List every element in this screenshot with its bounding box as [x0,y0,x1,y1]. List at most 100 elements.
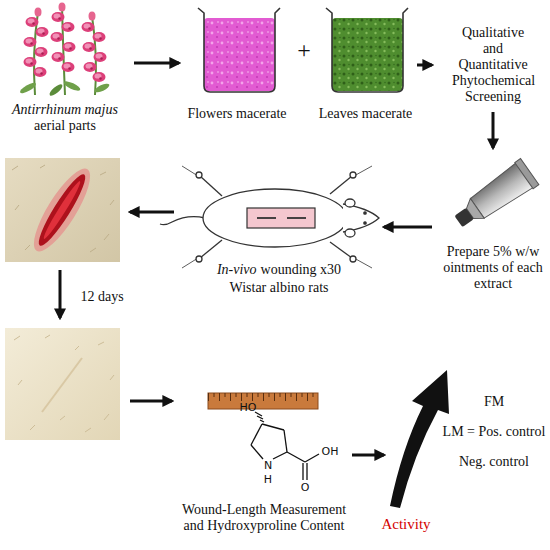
step-text: Leaves macerate [301,106,431,122]
flowers-beaker [198,8,280,92]
snapdragon-photo [35,8,42,17]
text-group: Flowers macerate [172,106,302,122]
snapdragon-photo [48,83,64,98]
rat-drawing [200,176,222,196]
rat-drawing [203,189,347,247]
rat-drawing [160,166,379,268]
snapdragon-photo [24,37,37,47]
wounding-step: In-vivowounding x30 Wistar albino rats [178,162,380,296]
wound-photo [41,179,83,240]
hydroxyproline-structure [284,430,287,452]
snapdragon-photo [36,27,49,37]
snapdragon-photo [83,42,96,52]
healed-photo [5,328,120,440]
wound-photo [25,162,100,258]
snapdragon-photo [84,62,97,72]
leaves-beaker [326,8,408,92]
healed-photo [42,358,82,412]
snapdragon-photo [82,22,95,32]
text-group: Prepare 5% w/w ointments of each extract [438,244,548,292]
group-label: LM = Pos. control [443,425,546,439]
screening-step: Qualitative and Quantitative Phytochemic… [436,22,550,108]
wound-photo [33,170,91,250]
snapdragon-photo [62,62,75,72]
ruler [208,393,318,409]
hydroxyproline-structure [305,454,319,462]
flow-arrow [59,270,62,318]
leaves-beaker [332,18,403,91]
flowers-beaker [198,8,280,92]
hydroxyproline-structure [260,420,264,422]
rat-drawing [345,199,355,207]
duration-label: 12 days [80,290,123,304]
macerate-step: Flowers macerate [183,4,291,122]
atom-label: O [301,482,310,493]
ointment-tube [449,159,539,235]
macerate-step: Leaves macerate [318,4,413,122]
snapdragon-photo [52,52,65,62]
snapdragon-photo [93,82,110,94]
step-text: Flowers macerate [172,106,302,122]
rat-drawing [350,256,356,262]
healed-photo [14,335,114,432]
atom-label: OH [322,446,339,457]
hydroxyproline-structure [255,412,262,416]
rat-drawing [345,229,355,237]
wound-photo [12,165,114,252]
snapdragon-photo [63,42,76,52]
snapdragon-photo [52,12,65,22]
atom-label: N [264,460,272,471]
snapdragon-photo [63,79,82,92]
snapdragon-photo [19,3,111,98]
rat-drawing [287,217,306,219]
rat-drawing [330,242,352,258]
rat-drawing [354,166,372,176]
flow-arrow [60,212,384,455]
snapdragon-photo [19,81,38,95]
ruler [208,393,318,409]
rat-drawing [196,172,202,178]
hydroxyproline-structure [262,424,284,430]
step-text: aerial parts [1,118,129,134]
text-group: Qualitative and Quantitative Phytochemic… [452,25,534,105]
snapdragon-photo [24,57,37,67]
wound-photo [5,158,120,262]
flow-arrow [130,211,174,214]
rat-drawing [364,212,366,214]
text-group: Wound-Length Measurement and Hydroxyprol… [178,502,350,534]
rat-drawing [160,217,205,225]
snapdragon-photo [35,47,48,57]
rat-drawing [330,176,352,194]
snapdragon-photo [89,12,96,21]
plus-sign: + [297,38,311,62]
rat-drawing [200,240,222,258]
ruler [208,393,318,409]
snapdragon-photo [62,22,75,32]
flow-arrow [134,62,179,65]
atom-label: H [264,474,272,485]
text-group: In-vivowounding x30 Wistar albino rats [204,260,354,296]
rat-drawing [350,172,356,178]
flowers-beaker [204,18,275,91]
rat-drawing [257,217,276,219]
atom-label: HO [240,402,257,413]
activity-label: Activity [381,517,430,532]
hydroxyproline-structure [251,412,319,480]
hydroxyproline-structure [273,452,287,459]
snapdragon-photo [59,3,66,12]
ointment-tube [515,159,539,189]
rat-drawing [196,256,202,262]
wound-photo [5,158,120,262]
snapdragon-photo [93,32,106,42]
snapdragon-photo [34,67,47,77]
step-text: In-vivo [217,262,257,277]
rat-drawing [343,204,379,232]
text-group: Antirrhinum majusaerial parts [1,102,129,134]
activity-arrow [390,370,449,508]
step-text: Qualitative and Quantitative Phytochemic… [452,25,534,105]
snapdragon-photo [51,32,64,42]
flow-arrow [384,226,432,229]
hydroxyproline-structure [302,463,303,480]
flow-arrow [417,64,432,67]
